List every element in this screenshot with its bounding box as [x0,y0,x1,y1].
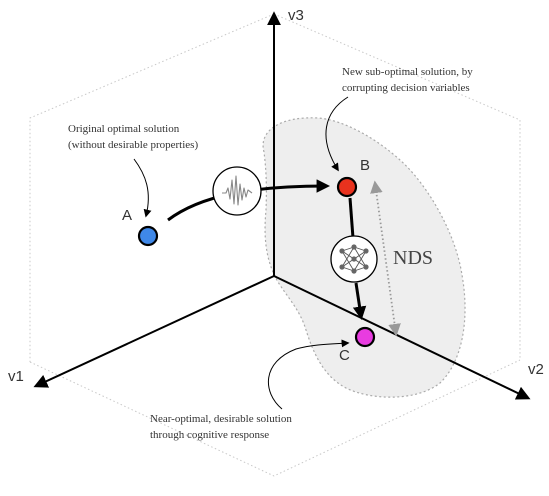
annotation-near-pointer [267,339,350,410]
distance-arrow [370,180,401,337]
axis-label-v1: v1 [8,368,24,385]
point-b [336,176,358,198]
point-c [354,326,376,348]
annotation-near-line1: Near-optimal, desirable solution [150,413,292,425]
annotation-new: New sub-optimal solution, by corrupting … [342,66,476,94]
annotation-near: Near-optimal, desirable solution through… [150,413,295,441]
b-to-network-line [348,197,355,239]
annotation-new-line2: corrupting decision variables [342,82,470,94]
annotation-original-line1: Original optimal solution [68,123,180,135]
point-label-c: C [339,347,350,364]
annotation-original-pointer [133,158,152,218]
cognitive-arrow [352,282,367,321]
annotation-near-line2: through cognitive response [150,429,269,441]
annotation-original: Original optimal solution (without desir… [68,123,198,151]
axis-v1 [33,275,275,388]
point-a [137,225,159,247]
waveform-icon [212,166,262,216]
nds-label: NDS [393,247,433,269]
annotation-original-line2: (without desirable properties) [68,139,198,151]
annotation-new-line1: New sub-optimal solution, by [342,66,473,78]
annotation-new-pointer [325,96,349,172]
point-label-a: A [122,207,132,224]
bounding-cube [29,13,521,477]
axis-v2 [273,275,531,400]
point-label-b: B [360,157,370,174]
axis-label-v3: v3 [288,7,304,24]
axis-label-v2: v2 [528,361,544,378]
neural-network-icon [330,235,378,283]
